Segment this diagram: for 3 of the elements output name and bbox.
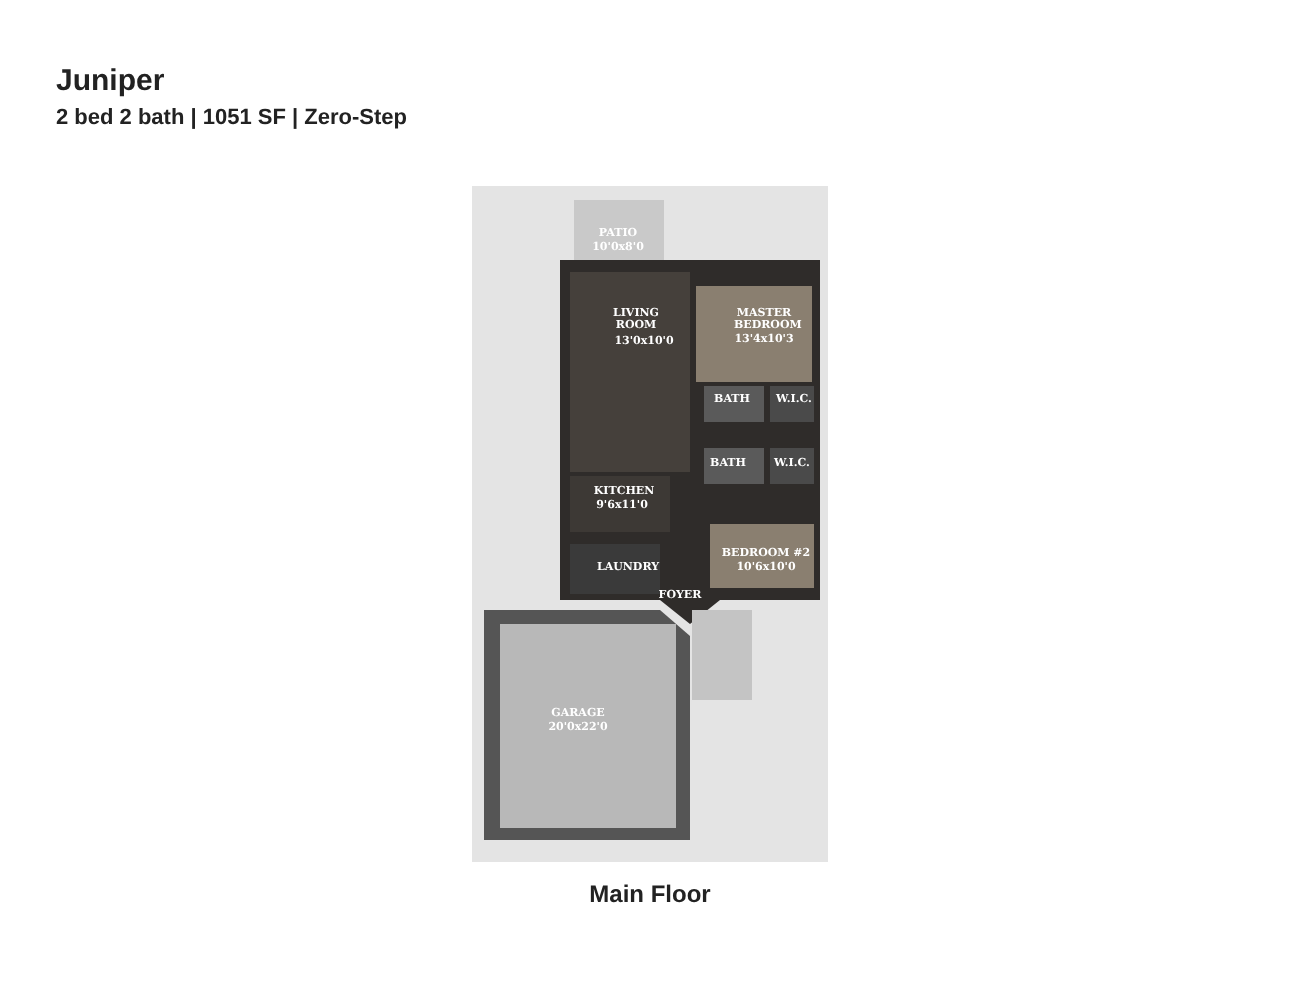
subtitle: 2 bed 2 bath | 1051 SF | Zero-Step bbox=[56, 106, 407, 130]
plan-title: Juniper bbox=[56, 64, 165, 98]
floor-caption: Main Floor bbox=[589, 880, 711, 908]
